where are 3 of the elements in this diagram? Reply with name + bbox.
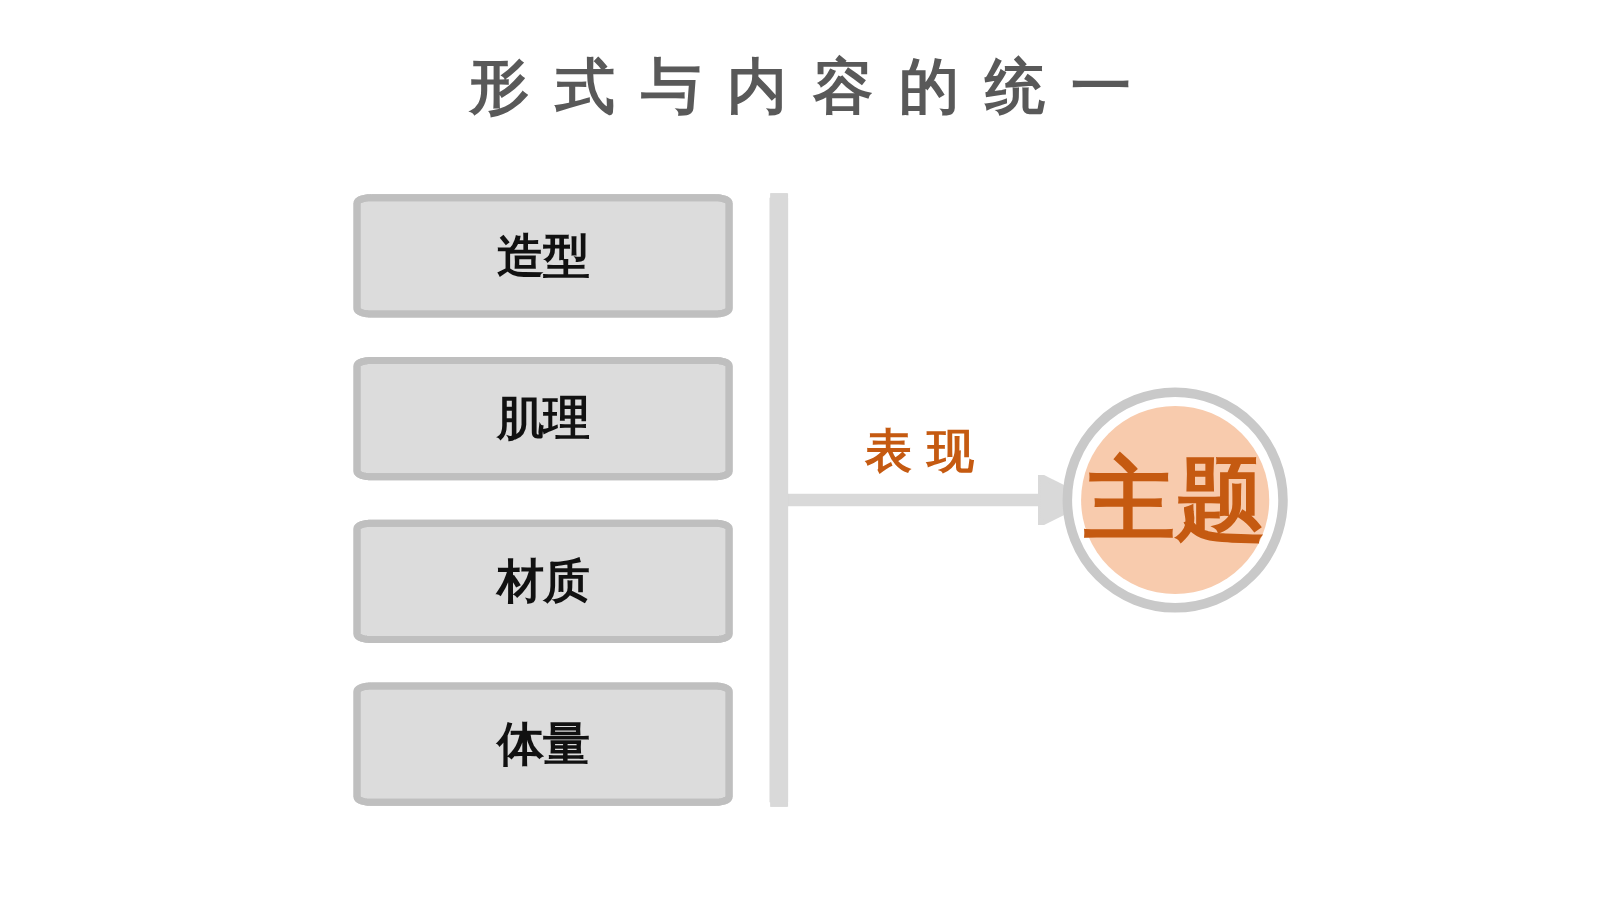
title: 形式与内容的统一: [467, 50, 1157, 122]
node-circle: 主题: [1062, 387, 1288, 613]
edge-label: 表现: [865, 423, 989, 478]
